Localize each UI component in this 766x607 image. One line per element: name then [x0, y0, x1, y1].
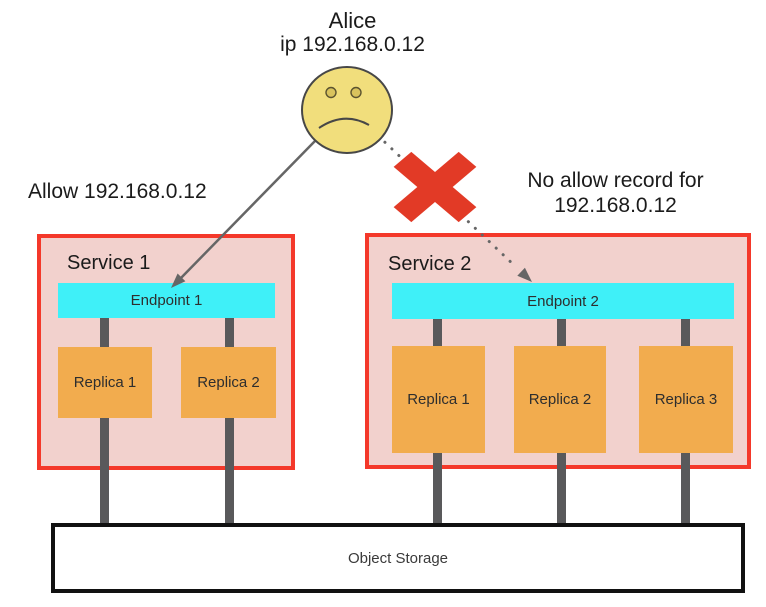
no-allow-label: No allow record for 192.168.0.12 — [518, 168, 713, 218]
service-2-replica-1: Replica 1 — [392, 346, 485, 453]
service-2-replica-3: Replica 3 — [639, 346, 733, 453]
allow-rule-label: Allow 192.168.0.12 — [28, 180, 207, 203]
no-allow-line1: No allow record for — [527, 169, 704, 192]
service-1-title: Service 1 — [67, 252, 151, 274]
service-2-replica-2: Replica 2 — [514, 346, 606, 453]
service-1-pipe-1 — [100, 316, 109, 526]
actor-name: Alice — [328, 8, 377, 33]
object-storage-box: Object Storage — [51, 523, 745, 593]
actor-ip: ip 192.168.0.12 — [280, 33, 425, 56]
no-allow-line2: 192.168.0.12 — [554, 194, 677, 217]
service-1-pipe-2 — [225, 316, 234, 526]
blocked-x-icon — [393, 151, 477, 223]
service-1-endpoint: Endpoint 1 — [58, 283, 275, 318]
service-1-replica-2: Replica 2 — [181, 347, 276, 418]
service-1-replica-1: Replica 1 — [58, 347, 152, 418]
sad-face-icon — [301, 66, 393, 154]
service-2-endpoint: Endpoint 2 — [392, 283, 734, 319]
service-2-title: Service 2 — [388, 253, 472, 275]
